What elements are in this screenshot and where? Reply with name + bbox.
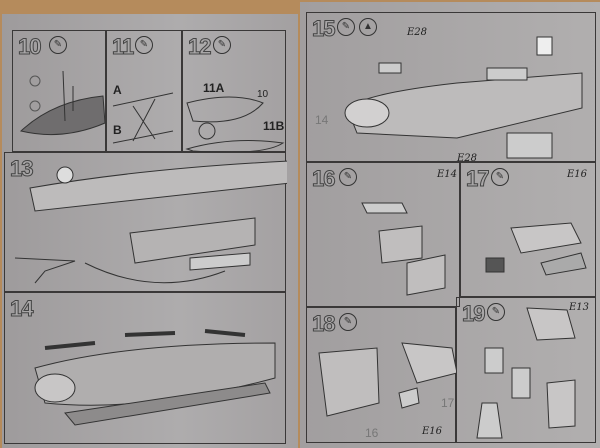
step-12-panel: 12 ✎ 11A 11B 10 (182, 30, 286, 153)
step-number: 14 (9, 296, 34, 322)
glue-icon: ✎ (337, 18, 355, 36)
step-number: 15 (311, 16, 336, 42)
step-19-panel: 19 ✎ E13 (456, 297, 596, 443)
glue-icon: ✎ (339, 168, 357, 186)
part-number: 14 (315, 113, 329, 127)
step-14-panel: 14 (4, 292, 286, 444)
mast-drawing (112, 92, 174, 144)
glue-icon: ✎ (49, 36, 67, 54)
superstructure-drawing (344, 36, 583, 159)
handwritten-note: E16 (422, 426, 443, 437)
step-16-panel: 16 ✎ E14 (306, 162, 460, 307)
step-number: 12 (187, 34, 212, 60)
bridge-drawing (361, 202, 446, 296)
handwritten-note: E28 (407, 27, 428, 38)
handwritten-note: E16 (567, 169, 588, 180)
hull-assembly-drawing (34, 329, 276, 426)
right-instruction-page: 15 ✎ ▲ E28 E28 14 16 ✎ E14 17 ✎ E16 18 ✎… (300, 2, 600, 448)
step-17-panel: 17 ✎ E16 (460, 162, 596, 297)
bridge-assembly-drawing (318, 342, 457, 417)
funnel-assembly-drawing (476, 307, 576, 439)
sub-assembly-label: 11B (263, 119, 285, 133)
handwritten-note: E28 (457, 153, 478, 164)
deck-assembly-drawing (185, 96, 285, 153)
step-number: 13 (9, 156, 34, 182)
handwritten-note: E14 (437, 169, 458, 180)
step-number: 10 (17, 34, 42, 60)
glue-icon: ✎ (487, 303, 505, 321)
step-number: 17 (465, 166, 490, 192)
sub-assembly-label: B (113, 123, 122, 137)
hull-deck-drawing (19, 70, 106, 136)
glue-icon: ✎ (135, 36, 153, 54)
step-10-panel: 10 ✎ (12, 30, 106, 152)
part-number: 10 (257, 89, 269, 100)
part-number: 16 (365, 426, 379, 440)
step-13-panel: 13 (4, 152, 287, 292)
paint-icon: ▲ (359, 18, 377, 36)
sub-assembly-label: 11A (203, 81, 225, 95)
glue-icon: ✎ (213, 36, 231, 54)
left-instruction-page: 10 ✎ 11 ✎ A B 12 ✎ 11A 11B 10 13 14 (2, 14, 298, 448)
step-11-panel: 11 ✎ A B (106, 30, 182, 152)
deck-platform-drawing (485, 222, 587, 276)
step-number: 11 (111, 34, 134, 60)
glue-icon: ✎ (491, 168, 509, 186)
step-15-panel: 15 ✎ ▲ E28 E28 14 (306, 12, 596, 164)
part-number: 17 (441, 396, 455, 410)
handwritten-note: E13 (569, 302, 590, 313)
step-number: 19 (461, 301, 486, 327)
hull-stand-drawing (14, 160, 287, 284)
step-18-panel: 18 ✎ E16 16 17 (306, 307, 457, 443)
step-number: 16 (311, 166, 336, 192)
sub-assembly-label: A (113, 83, 122, 97)
glue-icon: ✎ (339, 313, 357, 331)
step-number: 18 (311, 311, 336, 337)
